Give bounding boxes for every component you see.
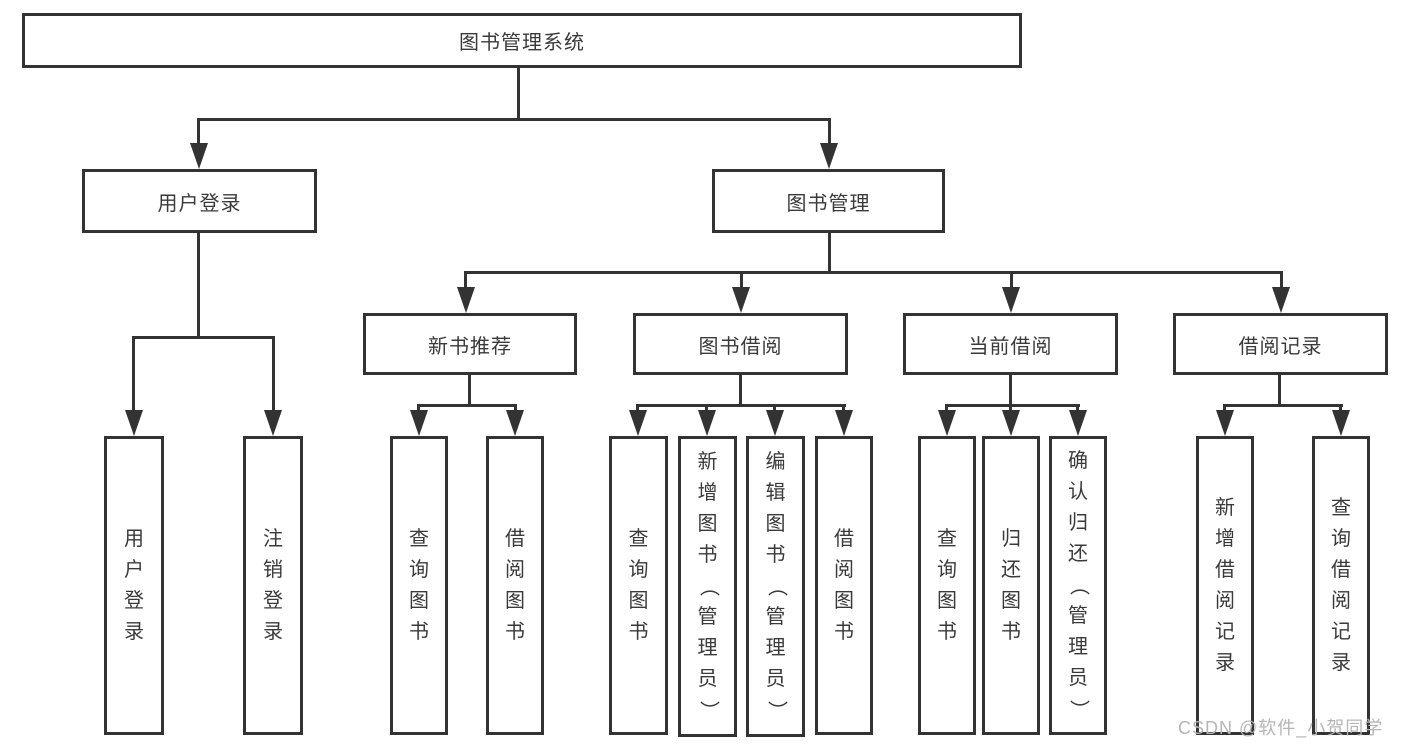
- arrow-down-icon: [766, 410, 784, 436]
- node-borrow-record: 借阅记录: [1173, 313, 1388, 375]
- arrow-down-icon: [190, 143, 208, 169]
- arrow-down-icon: [938, 410, 956, 436]
- connector-line: [197, 233, 200, 336]
- connector-line: [945, 404, 948, 412]
- leaf-return-books: 归还图书: [982, 436, 1040, 735]
- arrow-down-icon: [629, 410, 647, 436]
- leaf-query-borrow-record: 查询借阅记录: [1312, 436, 1370, 735]
- watermark-text: CSDN @软件_小贺同学: [1178, 718, 1384, 738]
- arrow-down-icon: [835, 410, 853, 436]
- node-user-login: 用户登录: [82, 169, 317, 233]
- connector-line: [636, 404, 639, 412]
- arrow-down-icon: [1002, 410, 1020, 436]
- connector-line: [1223, 404, 1343, 407]
- leaf-query-books-recommend: 查询图书: [390, 436, 448, 735]
- connector-line: [1280, 271, 1283, 289]
- arrow-down-icon: [1332, 410, 1350, 436]
- arrow-down-icon: [457, 287, 475, 313]
- leaf-logout: 注销登录: [243, 436, 303, 735]
- connector-line: [517, 68, 520, 118]
- arrow-down-icon: [732, 287, 750, 313]
- arrow-down-icon: [1069, 410, 1087, 436]
- leaf-query-books-current: 查询图书: [918, 436, 976, 735]
- node-book-borrow: 图书借阅: [633, 313, 848, 375]
- connector-line: [132, 336, 135, 412]
- connector-line: [842, 404, 845, 412]
- arrow-down-icon: [506, 410, 524, 436]
- leaf-confirm-return-admin: 确认归还（管理员）: [1049, 436, 1107, 735]
- connector-line: [740, 271, 743, 289]
- leaf-borrow-books-recommend: 借阅图书: [486, 436, 544, 735]
- arrow-down-icon: [1216, 410, 1234, 436]
- connector-line: [468, 375, 471, 404]
- connector-line: [828, 233, 831, 271]
- leaf-borrow-books: 借阅图书: [815, 436, 873, 735]
- connector-line: [132, 336, 275, 339]
- connector-line: [197, 118, 200, 145]
- node-new-book-recommend: 新书推荐: [363, 313, 577, 375]
- connector-line: [1009, 404, 1012, 412]
- arrow-down-icon: [820, 143, 838, 169]
- node-book-management: 图书管理: [712, 169, 945, 233]
- arrow-down-icon: [698, 410, 716, 436]
- connector-line: [1223, 404, 1226, 412]
- connector-line: [464, 271, 467, 289]
- connector-line: [1278, 375, 1281, 404]
- connector-line: [417, 404, 517, 407]
- connector-line: [1339, 404, 1342, 412]
- arrow-down-icon: [1002, 287, 1020, 313]
- connector-line: [197, 118, 831, 121]
- leaf-add-borrow-record: 新增借阅记录: [1196, 436, 1254, 735]
- connector-line: [272, 336, 275, 412]
- connector-line: [417, 404, 420, 412]
- arrow-down-icon: [1272, 287, 1290, 313]
- node-current-borrow: 当前借阅: [903, 313, 1118, 375]
- leaf-edit-books-admin: 编辑图书（管理员）: [746, 436, 805, 737]
- leaf-user-login: 用户登录: [104, 436, 164, 735]
- arrow-down-icon: [264, 410, 282, 436]
- connector-line: [464, 271, 1283, 274]
- connector-line: [1010, 271, 1013, 289]
- connector-line: [945, 404, 1080, 407]
- connector-line: [1076, 404, 1079, 412]
- connector-line: [828, 118, 831, 145]
- leaf-query-books-borrow: 查询图书: [609, 436, 668, 735]
- arrow-down-icon: [125, 410, 143, 436]
- connector-line: [739, 375, 742, 404]
- connector-line: [1009, 375, 1012, 404]
- connector-line: [705, 404, 708, 412]
- arrow-down-icon: [410, 410, 428, 436]
- connector-line: [514, 404, 517, 412]
- leaf-add-books-admin: 新增图书（管理员）: [678, 436, 737, 737]
- connector-line: [636, 404, 846, 407]
- node-library-management-system: 图书管理系统: [22, 13, 1022, 68]
- connector-line: [773, 404, 776, 412]
